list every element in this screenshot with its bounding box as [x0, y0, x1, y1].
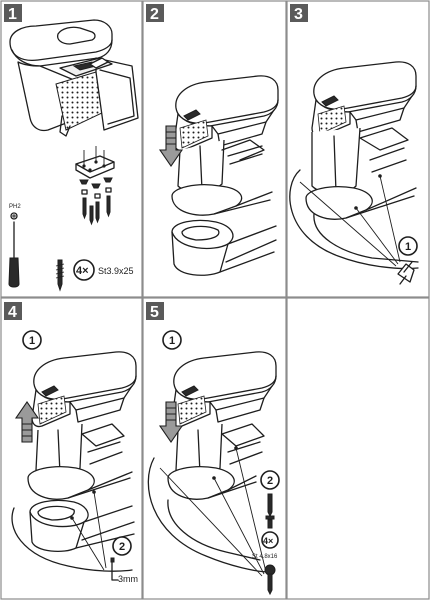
step-1-number: 1	[8, 6, 17, 23]
step-5-marker-2-number: 2	[267, 475, 273, 487]
panel-empty	[286, 297, 430, 600]
step-5-marker-1: 1	[162, 330, 182, 350]
step-5-marker-1-number: 1	[169, 335, 175, 347]
screw-icon	[82, 197, 87, 220]
arrow-down-icon	[158, 401, 184, 443]
panel-step-2: 2	[142, 0, 287, 298]
screw-icon	[264, 564, 276, 596]
screw-quantity-callout: 4× St3.9x25	[55, 259, 134, 292]
step-3-marker-number: 1	[405, 241, 411, 253]
panel-step-4: 4 1 2 3mm	[0, 297, 143, 600]
screw-icon	[57, 259, 63, 292]
hex-key-icon	[110, 557, 119, 581]
step-5-number: 5	[150, 304, 159, 321]
screw-icon	[265, 493, 275, 529]
step-5-badge	[146, 302, 164, 320]
step-1-badge	[4, 4, 22, 22]
arrow-down-icon	[158, 125, 184, 167]
screw-count: 4×	[76, 265, 89, 277]
clip-icon	[397, 261, 415, 285]
mounting-bracket	[75, 146, 115, 226]
step-5-screw-count: 4×	[263, 536, 273, 546]
step-4-marker-1: 1	[22, 330, 42, 350]
screwdriver-icon: PH2	[8, 204, 21, 288]
step-2-badge	[146, 4, 164, 22]
step-4-marker-1-number: 1	[29, 335, 35, 347]
step-4-marker-2: 2	[112, 536, 132, 556]
armrest-exploded	[9, 19, 139, 137]
step-3-number: 3	[294, 6, 303, 23]
arrow-up-icon	[14, 401, 40, 443]
hex-key-size: 3mm	[118, 574, 138, 584]
step-3-marker: 1	[398, 236, 418, 256]
step-5-marker-2: 2	[260, 470, 280, 490]
panel-step-3: 3 1	[286, 0, 430, 298]
svg-text:PH2: PH2	[9, 204, 21, 210]
panel-step-5: 5 1 2	[142, 297, 287, 600]
step-4-badge	[4, 302, 22, 320]
step-4-number: 4	[8, 304, 17, 321]
panel-step-1: 1	[0, 0, 143, 298]
step-5-screw-spec: St 4.8x16	[252, 554, 278, 560]
step-3-badge	[290, 4, 308, 22]
screw-spec: St3.9x25	[98, 266, 134, 276]
step-2-number: 2	[150, 6, 159, 23]
step-4-marker-2-number: 2	[119, 541, 125, 553]
